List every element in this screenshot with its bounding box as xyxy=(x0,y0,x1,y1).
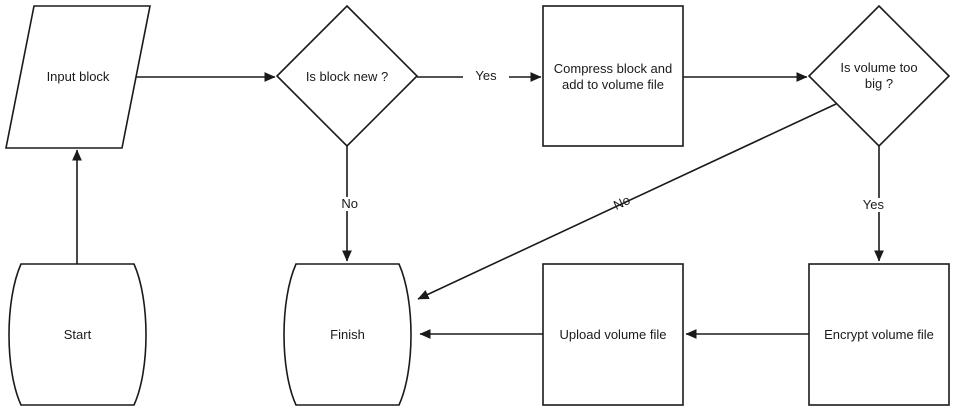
node-start-shape[interactable] xyxy=(8,263,147,406)
node-toobig-shape[interactable] xyxy=(807,4,951,148)
node-finish-shape[interactable] xyxy=(283,263,412,406)
node-upload-shape[interactable] xyxy=(542,263,684,406)
node-isnew-shape[interactable] xyxy=(275,4,419,148)
edge-label-isnew-yes: Yes xyxy=(463,68,509,84)
edge-toobig-finish xyxy=(417,103,837,300)
node-encrypt-shape[interactable] xyxy=(808,263,950,406)
node-compress-shape[interactable] xyxy=(542,5,684,147)
edge-label-isnew-no: No xyxy=(323,196,361,212)
node-input-shape[interactable] xyxy=(5,5,151,149)
edge-label-toobig-yes: Yes xyxy=(845,197,887,213)
